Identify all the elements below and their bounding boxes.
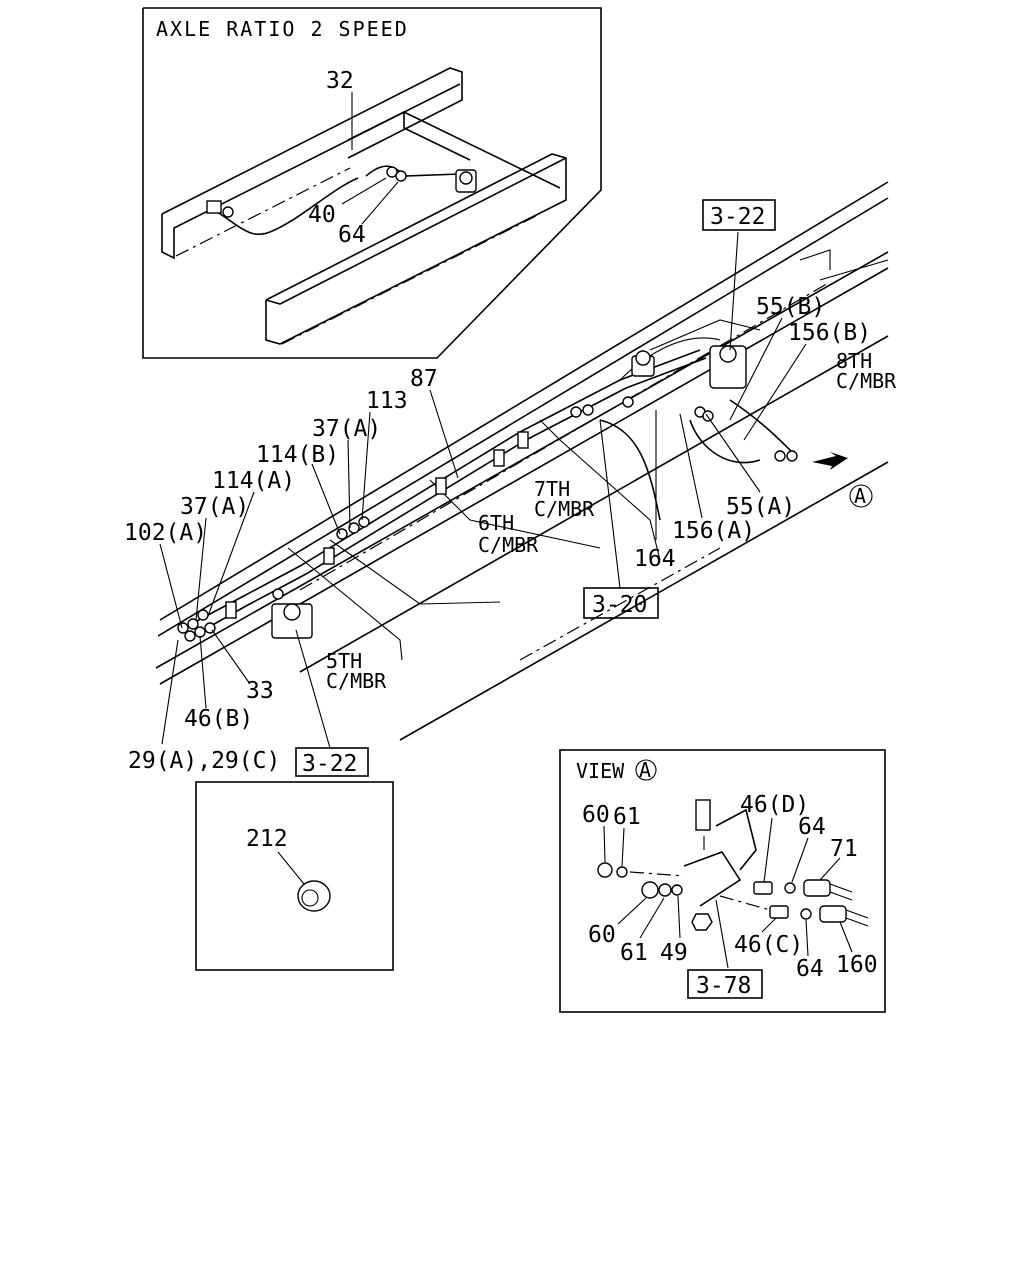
ref-box-3-22-bottom[interactable]: [295, 747, 369, 777]
label-64: 64: [338, 222, 366, 248]
label-156a: 156(A): [672, 518, 755, 544]
nut-icon: [641, 881, 659, 899]
label-64-top: 64: [798, 814, 826, 840]
clip-icon: [493, 449, 505, 467]
clip-icon: [517, 431, 529, 449]
view-marker: A: [854, 484, 866, 508]
ref-box-3-22-top[interactable]: [702, 199, 776, 231]
fitting-icon: [184, 630, 196, 642]
fitting-icon: [570, 406, 582, 418]
label-156b: 156(B): [788, 320, 871, 346]
fitting-icon: [194, 626, 206, 638]
fitting-icon: [197, 609, 209, 621]
label-61-top: 61: [613, 804, 641, 830]
label-37a-upper: 37(A): [312, 416, 381, 442]
label-40: 40: [308, 202, 336, 228]
ref-box-3-20[interactable]: [583, 587, 659, 619]
label-55a: 55(A): [726, 494, 795, 520]
fitting-icon: [177, 622, 189, 634]
clip-icon: [225, 601, 237, 619]
label-113: 113: [366, 388, 408, 414]
member-8th: 8TH: [836, 349, 872, 373]
label-55b: 55(B): [756, 294, 825, 320]
view-marker-circle: [635, 759, 657, 781]
fitting-icon: [622, 396, 634, 408]
label-37a-lower: 37(A): [180, 494, 249, 520]
view-title: VIEW: [576, 759, 625, 783]
label-212: 212: [246, 826, 288, 852]
label-32: 32: [326, 68, 354, 94]
member-5th: 5TH: [326, 649, 362, 673]
fitting-icon: [358, 516, 370, 528]
valve-cap-icon: [635, 350, 651, 366]
label-160: 160: [836, 952, 878, 978]
washer-icon: [658, 883, 672, 897]
connector-icon: [769, 905, 789, 919]
washer-icon: [671, 884, 683, 896]
clip-icon: [323, 547, 335, 565]
ref-3-22-bottom[interactable]: 3-22: [302, 751, 357, 777]
valve-cap-icon: [459, 171, 473, 185]
member-8th-cmbr: C/MBR: [836, 369, 897, 393]
label-33: 33: [246, 678, 274, 704]
label-71: 71: [830, 836, 858, 862]
hose-end-icon: [803, 879, 831, 897]
fitting-icon: [348, 522, 360, 534]
member-6th-cmbr: C/MBR: [478, 533, 539, 557]
label-114a: 114(A): [212, 468, 295, 494]
washer-icon: [616, 866, 628, 878]
ref-3-22-top[interactable]: 3-22: [710, 204, 765, 230]
connector-icon: [753, 881, 773, 895]
fitting-icon: [582, 404, 594, 416]
ref-box-3-78[interactable]: [687, 969, 763, 999]
member-5th-cmbr: C/MBR: [326, 669, 387, 693]
label-46c: 46(C): [734, 932, 803, 958]
nut-icon: [597, 862, 613, 878]
washer-icon: [784, 882, 796, 894]
label-46b: 46(B): [184, 706, 253, 732]
fitting-icon: [774, 450, 786, 462]
member-6th: 6TH: [478, 511, 514, 535]
view-marker-letter: A: [639, 758, 651, 782]
fitting-icon: [272, 588, 284, 600]
view-a-inset: VIEW A: [559, 749, 886, 1013]
nut-icon: [691, 913, 713, 931]
label-60-bottom: 60: [588, 922, 616, 948]
member-7th: 7TH: [534, 477, 570, 501]
main-frame-view: A 87 113 37(A) 114(B) 114(A) 37(A) 102(A…: [124, 181, 897, 777]
fitting-icon: [206, 200, 222, 214]
label-114b: 114(B): [256, 442, 339, 468]
label-64-bottom: 64: [796, 956, 824, 982]
ref-3-20[interactable]: 3-20: [592, 592, 647, 618]
valve-cap-icon: [719, 345, 737, 363]
label-46d: 46(D): [740, 792, 809, 818]
axle-ratio-inset: AXLE RATIO 2 SPEED 32 40 64: [142, 7, 602, 359]
bolt-icon: [695, 799, 711, 831]
grommet-icon: [297, 880, 331, 912]
label-60-top: 60: [582, 802, 610, 828]
clip-icon: [435, 477, 447, 495]
label-61-bottom: 61: [620, 940, 648, 966]
washer-icon: [395, 170, 407, 182]
valve-cap-icon: [283, 603, 301, 621]
grommet-inset: 212: [195, 781, 394, 971]
ref-3-78[interactable]: 3-78: [696, 973, 751, 999]
fitting-icon: [222, 206, 234, 218]
axle-inset-title: AXLE RATIO 2 SPEED: [156, 17, 409, 41]
label-164: 164: [634, 546, 676, 572]
washer-icon: [800, 908, 812, 920]
label-102a: 102(A): [124, 520, 207, 546]
label-49: 49: [660, 940, 688, 966]
member-7th-cmbr: C/MBR: [534, 497, 595, 521]
fitting-icon: [187, 618, 199, 630]
fitting-icon: [786, 450, 798, 462]
label-87: 87: [410, 366, 438, 392]
view-arrow-icon: [812, 452, 848, 470]
view-marker-circle: [849, 484, 873, 508]
label-29: 29(A),29(C): [128, 748, 280, 774]
hose-end-icon: [819, 905, 847, 923]
